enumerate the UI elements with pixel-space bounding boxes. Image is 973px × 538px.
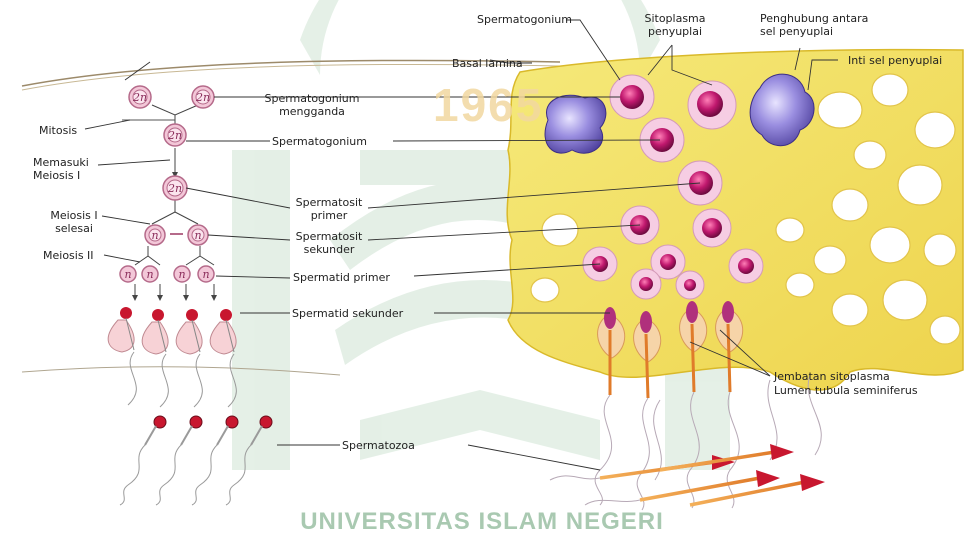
cell-n-label: n [124, 268, 131, 281]
label-meiosis-i-line2: selesai [42, 222, 106, 235]
label-mitosis: Mitosis [39, 124, 77, 137]
label-penghubung: Penghubung antara sel penyuplai [760, 12, 868, 38]
label-spermatogonium-mid: Spermatogonium [272, 135, 367, 148]
label-primer-line1: Spermatosit [290, 196, 368, 209]
label-lumen-tubula: Lumen tubula seminiferus [774, 384, 918, 397]
label-sekunder-line2: sekunder [290, 243, 368, 256]
label-jembatan-sitoplasma: Jembatan sitoplasma [774, 370, 890, 383]
label-primer-line2: primer [290, 209, 368, 222]
label-mengganda-line1: Spermatogonium [256, 92, 368, 105]
label-inti-sel: Inti sel penyuplai [848, 54, 942, 67]
label-sitoplasma: Sitoplasma penyuplai [640, 12, 710, 38]
label-mengganda-line2: mengganda [256, 105, 368, 118]
label-memasuki-line1: Memasuki [33, 156, 89, 169]
cell-n-label: n [202, 268, 209, 281]
label-spermatid-sekunder: Spermatid sekunder [292, 307, 403, 320]
label-spermatogonium-top: Spermatogonium [477, 13, 572, 26]
label-penghubung-line2: sel penyuplai [760, 25, 868, 38]
schematic-spermatids [108, 307, 236, 407]
watermark-footer-text: UNIVERSITAS ISLAM NEGERI [232, 508, 732, 536]
cell-n-label: n [178, 268, 185, 281]
cell-2n-label: 2n [167, 182, 182, 195]
label-spermatosit-sekunder: Spermatosit sekunder [290, 230, 368, 256]
label-penghubung-line1: Penghubung antara [760, 12, 868, 25]
label-basal-lamina: Basal lamina [452, 57, 523, 70]
cell-n-label: n [146, 268, 153, 281]
schematic-lineage: 2n 2n 2n 2n n [120, 86, 217, 301]
label-memasuki-line2: Meiosis I [33, 169, 89, 182]
cell-2n-label: 2n [167, 129, 182, 142]
label-spermatid-primer: Spermatid primer [293, 271, 390, 284]
cell-2n-label: 2n [132, 91, 147, 104]
label-meiosis-i-selesai: Meiosis I selesai [42, 209, 106, 235]
cell-2n-label: 2n [195, 91, 210, 104]
label-meiosis-i-line1: Meiosis I [42, 209, 106, 222]
cell-n-label: n [151, 229, 158, 242]
label-sekunder-line1: Spermatosit [290, 230, 368, 243]
watermark-year: 1965 [433, 78, 519, 150]
label-spermatosit-primer: Spermatosit primer [290, 196, 368, 222]
label-sitoplasma-line2: penyuplai [640, 25, 710, 38]
label-sitoplasma-line1: Sitoplasma [640, 12, 710, 25]
label-meiosis-ii: Meiosis II [43, 249, 94, 262]
label-memasuki: Memasuki Meiosis I [33, 156, 89, 182]
label-spermatozoa: Spermatozoa [342, 439, 415, 452]
cell-n-label: n [194, 229, 201, 242]
label-spermatogonium-mengganda: Spermatogonium mengganda [256, 92, 368, 118]
